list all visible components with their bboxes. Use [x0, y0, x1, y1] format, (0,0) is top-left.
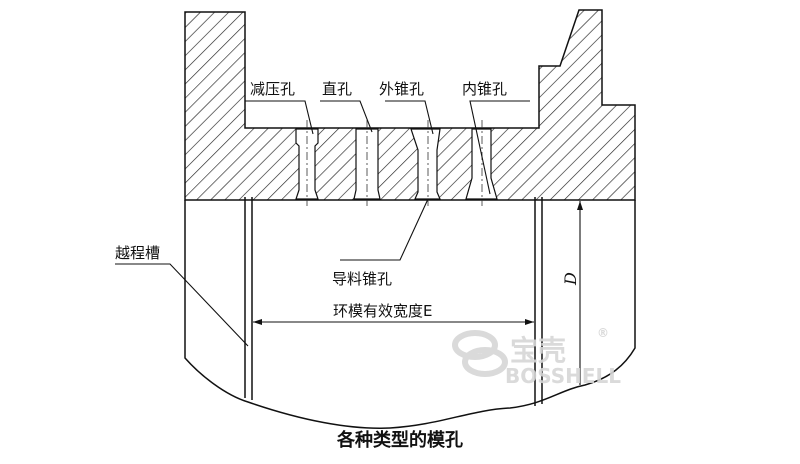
watermark-cn: 宝壳: [510, 334, 566, 367]
label-straight-hole: 直孔: [322, 80, 352, 98]
die-body-outline: [184, 200, 636, 430]
watermark-logo: 宝壳 BOSSHELL ®: [452, 326, 621, 388]
watermark-registered: ®: [597, 326, 609, 340]
label-undercut-groove: 越程槽: [115, 244, 160, 262]
label-guide-cone-hole: 导料锥孔: [332, 270, 392, 288]
undercut-groove-left: [244, 197, 253, 400]
watermark-en: BOSSHELL: [505, 364, 621, 388]
die-cross-section: [184, 9, 636, 201]
label-outer-cone-hole: 外锥孔: [379, 80, 424, 98]
label-relief-hole: 减压孔: [250, 80, 295, 98]
label-effective-width: 环模有效宽度E: [333, 302, 432, 320]
label-inner-cone-hole: 内锥孔: [462, 80, 507, 98]
figure-caption: 各种类型的模孔: [336, 429, 463, 451]
undercut-groove-right: [534, 197, 543, 406]
inner-cone-hole: [465, 128, 498, 200]
outer-cone-hole: [410, 128, 441, 200]
label-diameter: D: [561, 272, 580, 286]
